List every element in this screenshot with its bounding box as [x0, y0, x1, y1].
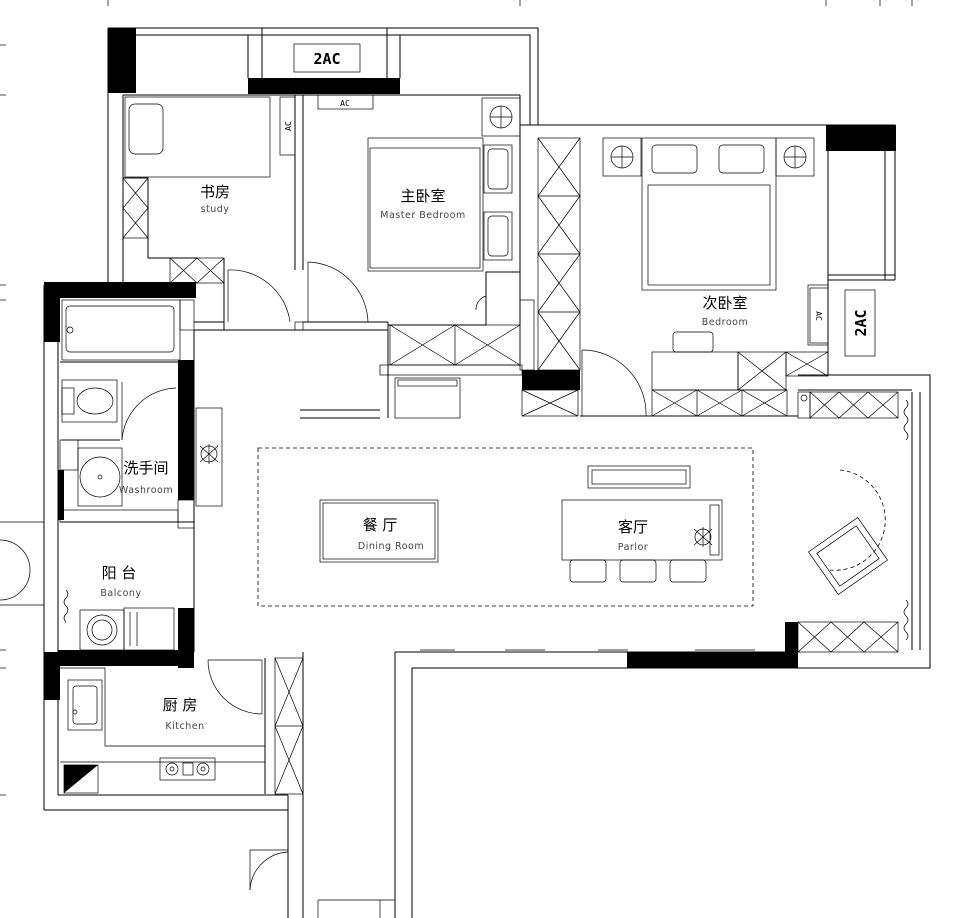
plant-icon [693, 527, 713, 547]
room-balcony-zh: 阳 台 [102, 564, 137, 582]
ac-units: 2AC AC AC AC 2AC [279, 43, 876, 357]
interior-walls [59, 95, 899, 795]
room-bedroom-zh: 次卧室 [702, 294, 747, 312]
ac-unit-right [844, 289, 876, 357]
room-labels: 书房 study 主卧室 Master Bedroom 次卧室 Bedroom … [100, 183, 748, 732]
room-study-en: study [201, 204, 230, 215]
room-study-zh: 书房 [200, 183, 230, 201]
ac-unit-bedroom [809, 287, 829, 344]
ac-top-small-label: AC [340, 99, 350, 108]
ac-unit-small [317, 94, 374, 110]
room-washroom-zh: 洗手间 [123, 459, 168, 477]
room-kitchen-en: Kitchen [165, 721, 204, 732]
room-dining-zh: 餐 厅 [363, 516, 398, 534]
exterior-lines [0, 0, 931, 918]
master-bed [367, 137, 484, 272]
ac-right-large-label: 2AC [852, 309, 870, 336]
ac-unit-study [279, 96, 296, 156]
room-dining-en: Dining Room [358, 541, 424, 552]
room-parlor-zh: 客厅 [618, 518, 648, 536]
furniture [61, 96, 909, 781]
plant-icon [199, 444, 219, 464]
ac-top-large-label: 2AC [313, 50, 340, 68]
ac-bedroom-small-label: AC [814, 311, 823, 321]
room-master-bedroom-en: Master Bedroom [380, 210, 465, 221]
structural-walls [44, 28, 896, 700]
room-parlor-en: Parlor [618, 542, 648, 553]
room-washroom-en: Washroom [119, 485, 173, 496]
bathtub [61, 299, 181, 361]
dining-table [319, 499, 439, 563]
ac-study-label: AC [284, 121, 293, 131]
room-kitchen-zh: 厨 房 [163, 696, 198, 714]
room-master-bedroom-zh: 主卧室 [400, 187, 445, 205]
bedroom-bed [641, 137, 777, 291]
study-desk [124, 96, 271, 178]
dining-parlor-rug [257, 447, 754, 607]
ac-unit-large [293, 43, 361, 73]
room-balcony-en: Balcony [100, 588, 141, 599]
room-bedroom-en: Bedroom [702, 317, 748, 328]
doors [121, 261, 647, 715]
